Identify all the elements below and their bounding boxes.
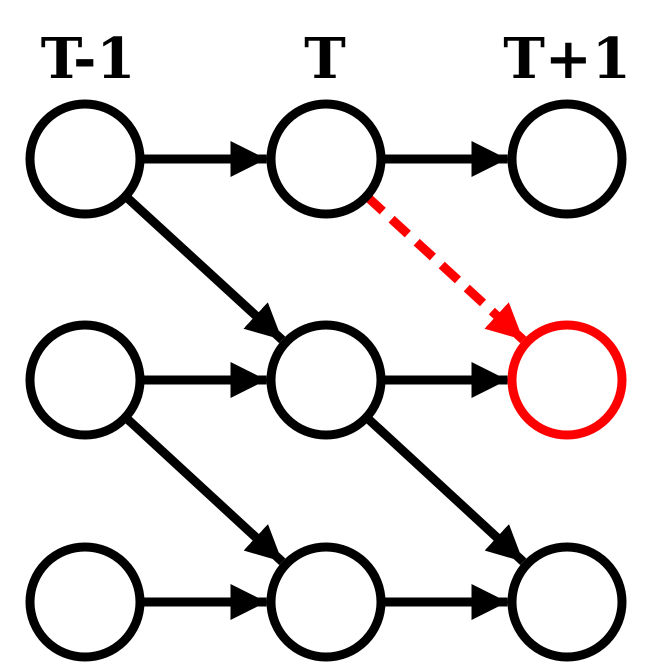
node-c3 xyxy=(507,542,627,662)
node-b1 xyxy=(266,99,386,219)
node-a3 xyxy=(25,542,145,662)
node-b2 xyxy=(266,320,386,440)
node-b3 xyxy=(266,542,386,662)
edge-b2-to-c3 xyxy=(363,413,527,565)
edges xyxy=(122,141,527,620)
node-c1 xyxy=(507,99,627,219)
edge-b1-to-c2-dashed xyxy=(363,192,527,344)
nodes xyxy=(25,99,627,662)
column-label-t-minus-1: T-1 xyxy=(41,26,136,92)
node-c2-highlighted xyxy=(507,320,627,440)
node-a1 xyxy=(25,99,145,219)
column-label-t: T xyxy=(304,26,346,92)
edge-a1-to-b2 xyxy=(122,192,286,344)
node-a2 xyxy=(25,320,145,440)
edge-a2-to-b3 xyxy=(122,413,286,565)
column-label-t-plus-1: T+1 xyxy=(503,26,631,92)
column-labels: T-1 T T+1 xyxy=(41,26,631,92)
